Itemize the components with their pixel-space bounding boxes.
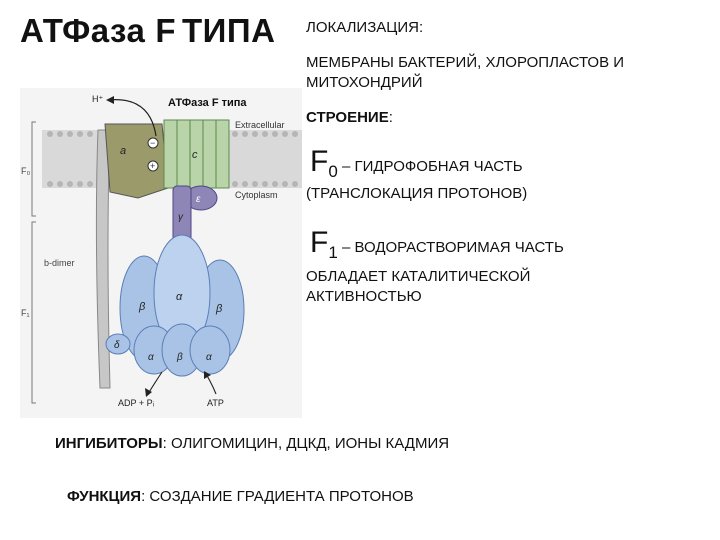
delta-label: δ <box>114 340 120 351</box>
a-subunit <box>104 123 169 199</box>
b-dimer-stalk <box>95 129 111 389</box>
proton-path-arrowhead <box>106 96 114 104</box>
f1-description: – ВОДОРАСТВОРИМАЯ ЧАСТЬ <box>337 239 564 256</box>
atp-label: ATP <box>207 398 224 408</box>
f1-bracket <box>31 221 36 404</box>
f1-label: F₁ <box>21 308 30 318</box>
extracellular-label: Extracellular <box>235 120 285 130</box>
f0-description: – ГИДРОФОБНАЯ ЧАСТЬ <box>337 158 523 175</box>
f0-letter: F <box>310 145 329 178</box>
epsilon-label: ε <box>196 194 201 205</box>
alpha-subunit-bottom-right <box>189 325 231 375</box>
f1-letter: F <box>310 226 329 259</box>
adp-label: ADP + Pᵢ <box>118 398 154 408</box>
gamma-label: γ <box>178 212 184 223</box>
atp-synthase-diagram: F₀ F₁ b-dimer a − + c H⁺ АТФаза F типа E… <box>21 94 302 408</box>
beta-label-left: β <box>138 301 146 313</box>
f0-bracket <box>31 121 36 217</box>
alpha3beta3-hexamer <box>119 234 245 377</box>
title-word-type: ТИПА <box>182 12 276 49</box>
proton-site-minus-sign: − <box>150 138 155 148</box>
structure-heading-text: СТРОЕНИЕ <box>306 109 389 126</box>
proton-site-plus <box>147 160 159 172</box>
title-letter-f: F <box>155 12 177 49</box>
localization-line-1: МЕМБРАНЫ БАКТЕРИЙ, ХЛОРОПЛАСТОВ И <box>306 54 625 71</box>
cytoplasm-label: Cytoplasm <box>235 190 278 200</box>
alpha-label-center: α <box>176 291 183 303</box>
adp-arrow <box>147 371 163 395</box>
beta-label-bottom: β <box>176 352 183 363</box>
alpha-label-bottom-left: α <box>148 352 154 363</box>
atp-arrowhead <box>204 371 211 379</box>
membrane-lipid-heads <box>47 131 298 187</box>
b-dimer-label: b-dimer <box>44 258 75 268</box>
f1-note-line-1: ОБЛАДАЕТ КАТАЛИТИЧЕСКОЙ <box>306 268 531 285</box>
structure-heading: СТРОЕНИЕ: <box>306 108 393 127</box>
a-subunit-label: a <box>120 145 126 157</box>
c-ring-segment-2 <box>176 119 191 189</box>
beta-label-right: β <box>215 303 223 315</box>
c-ring-segment-1 <box>163 119 178 189</box>
localization-heading-text: ЛОКАЛИЗАЦИЯ <box>306 19 419 36</box>
structure-colon: : <box>388 109 393 126</box>
f0-subscript: 0 <box>328 162 338 181</box>
f0-line: F0 – ГИДРОФОБНАЯ ЧАСТЬ <box>310 147 523 182</box>
f1-line: F1 – ВОДОРАСТВОРИМАЯ ЧАСТЬ <box>310 228 564 263</box>
function-heading: ФУНКЦИЯ <box>67 488 142 505</box>
title-word-atpase: АТФаза <box>20 12 146 49</box>
localization-line-2: МИТОХОНДРИЙ <box>306 74 423 91</box>
f1-subscript: 1 <box>328 243 338 262</box>
delta-subunit <box>105 333 131 355</box>
function-text: : СОЗДАНИЕ ГРАДИЕНТА ПРОТОНОВ <box>141 488 414 505</box>
figure-title: АТФаза F типа <box>168 97 247 109</box>
f0-label: F₀ <box>21 166 30 176</box>
c-ring-segment-4 <box>202 119 217 189</box>
function-line: ФУНКЦИЯ: СОЗДАНИЕ ГРАДИЕНТА ПРОТОНОВ <box>67 487 414 506</box>
f0-note: (ТРАНСЛОКАЦИЯ ПРОТОНОВ) <box>306 185 528 202</box>
proton-path-arrow <box>107 99 157 137</box>
alpha-label-bottom-right: α <box>206 352 212 363</box>
localization-colon: : <box>418 19 424 36</box>
c-ring-segment-5 <box>215 119 230 189</box>
h-plus-label: H⁺ <box>92 94 103 104</box>
localization-heading: ЛОКАЛИЗАЦИЯ: <box>306 18 423 37</box>
c-ring-label: c <box>192 149 198 161</box>
atp-synthase-figure: F₀ F₁ b-dimer a − + c H⁺ АТФаза F типа E… <box>20 88 302 418</box>
c-ring <box>163 119 230 189</box>
proton-site-minus <box>147 137 159 149</box>
inhibitors-list: : ОЛИГОМИЦИН, ДЦКД, ИОНЫ КАДМИЯ <box>162 435 450 452</box>
f1-note-line-2: АКТИВНОСТЬЮ <box>306 288 422 305</box>
proton-site-plus-sign: + <box>150 161 155 171</box>
adp-arrowhead <box>145 388 152 397</box>
inhibitors-line: ИНГИБИТОРЫ: ОЛИГОМИЦИН, ДЦКД, ИОНЫ КАДМИ… <box>55 434 449 453</box>
inhibitors-heading: ИНГИБИТОРЫ <box>55 435 163 452</box>
